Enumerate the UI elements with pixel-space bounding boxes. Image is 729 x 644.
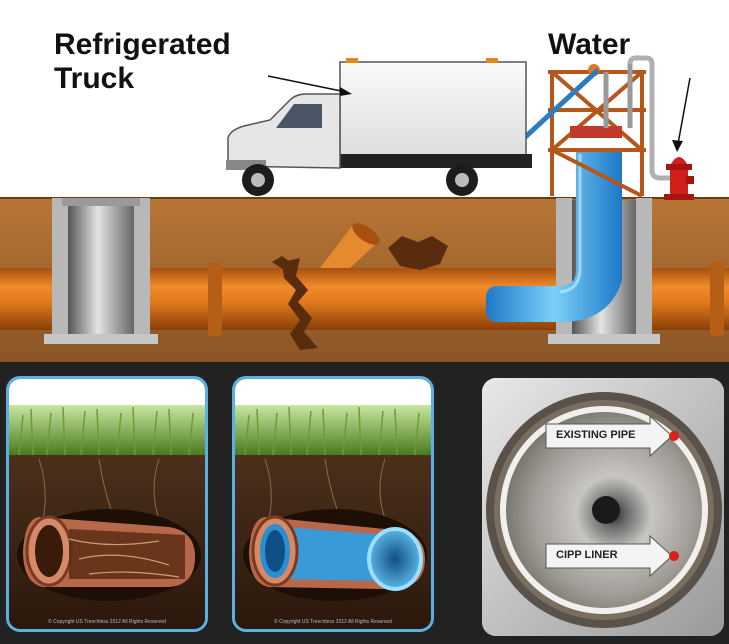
after-panel: AFTER © Copyright US Trenchless 2012 All… xyxy=(232,376,434,632)
truck-label: Refrigerated Truck xyxy=(54,28,231,95)
existing-pipe-label: EXISTING PIPE xyxy=(556,429,636,441)
cipp-liner-label: CIPP LINER xyxy=(556,549,618,561)
water-label: Water xyxy=(548,28,631,61)
fire-hydrant xyxy=(664,157,694,200)
water-hose xyxy=(520,68,600,142)
root-intrusion xyxy=(388,236,448,270)
hydrant-callout-arrow xyxy=(677,77,691,145)
existing-pipe-arrow xyxy=(545,414,673,458)
cipp-installation-diagram: Refrigerated Truck Water xyxy=(0,0,729,362)
pipe-end-view xyxy=(482,378,724,636)
after-copyright: © Copyright US Trenchless 2012 All Right… xyxy=(274,619,392,625)
before-copyright: © Copyright US Trenchless 2012 All Right… xyxy=(48,619,166,625)
before-panel: BEFORE © Copyright US Trenchless 2012 Al… xyxy=(6,376,208,632)
before-cross-section xyxy=(9,379,205,629)
before-tag: BEFORE xyxy=(19,379,125,409)
pipe-crack xyxy=(282,258,318,350)
refrigerated-truck xyxy=(226,58,532,196)
after-cross-section xyxy=(235,379,431,629)
installation-scene xyxy=(0,55,729,362)
cipp-liner-arrow xyxy=(545,534,673,578)
truck-callout-arrow xyxy=(267,75,347,93)
after-tag: AFTER xyxy=(249,379,334,409)
cipp-liner-tube xyxy=(486,150,622,322)
pipe-photo-panel: EXISTING PIPE CIPP LINER xyxy=(482,378,724,636)
manhole-left xyxy=(44,198,158,344)
